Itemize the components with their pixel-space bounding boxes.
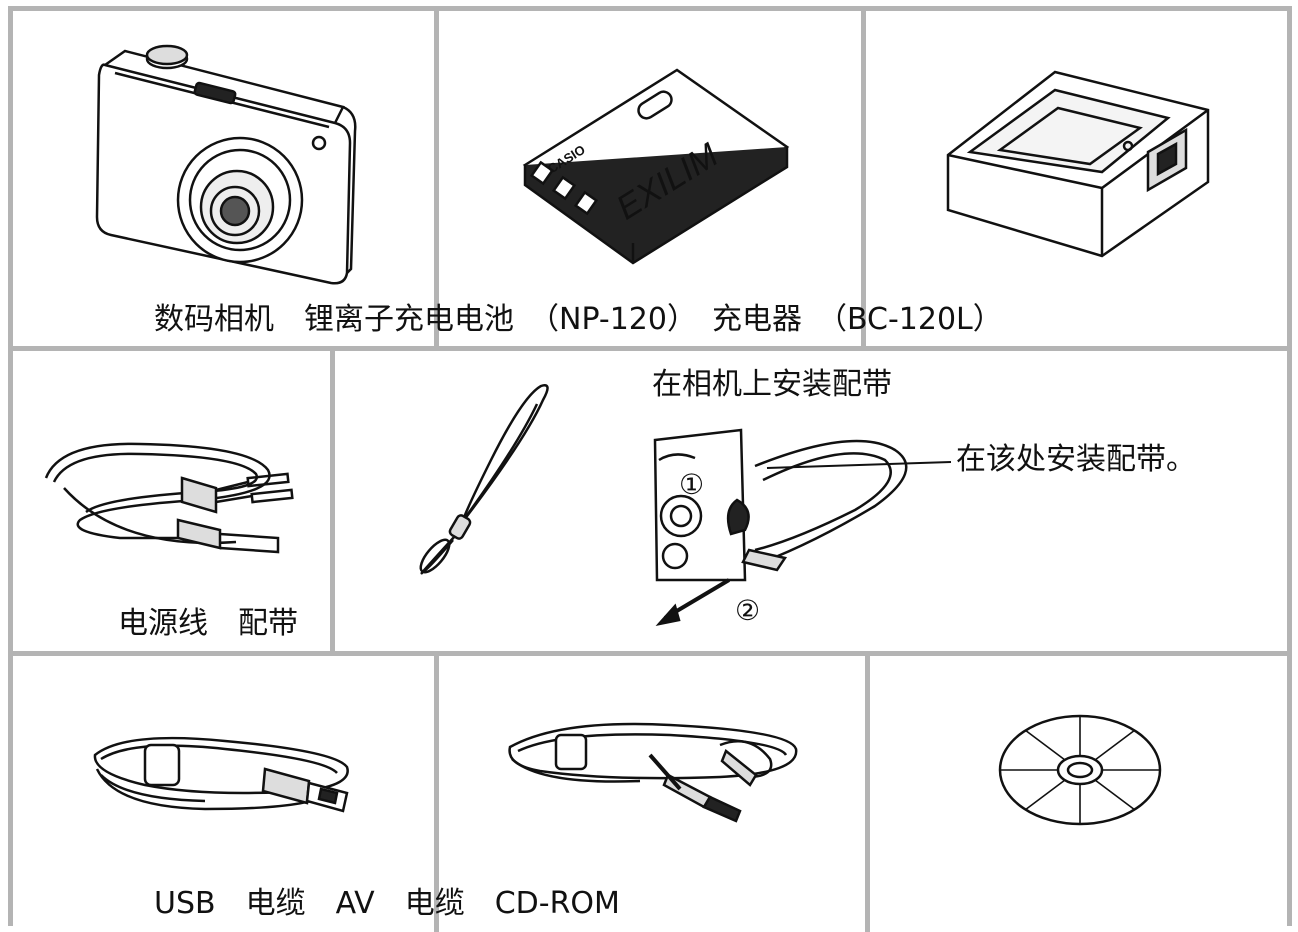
cd-rom-illustration [995, 712, 1165, 832]
strap-instruction-title: 在相机上安装配带 [652, 368, 892, 402]
usb-cable-illustration [85, 725, 365, 835]
row1-caption: 数码相机 锂离子充电电池 （NP-120） 充电器 （BC-120L） [154, 303, 1003, 337]
strap-step-2: ② [735, 594, 760, 627]
grid-divider-r1-c2 [861, 6, 866, 349]
grid-border-top [8, 6, 1292, 11]
strap-step-1: ① [679, 468, 704, 501]
grid-divider-row2 [8, 651, 1292, 656]
power-cord-illustration [40, 430, 300, 560]
wrist-strap-illustration [405, 380, 575, 580]
battery-charger-illustration [940, 60, 1220, 260]
strap-attachment-illustration: ① ② [645, 430, 955, 640]
grid-border-right [1287, 6, 1292, 926]
row3-caption: USB 电缆 AV 电缆 CD-ROM [154, 887, 620, 921]
grid-divider-r3-c2 [865, 653, 870, 932]
digital-camera-illustration [85, 35, 375, 285]
grid-border-left [8, 6, 13, 926]
grid-divider-r2 [330, 348, 335, 654]
grid-divider-r1-c1 [434, 6, 439, 349]
row2-caption: 电源线 配带 [118, 607, 298, 641]
lithium-ion-battery-illustration: CASIO EXILIM [505, 45, 805, 255]
grid-divider-row1 [8, 346, 1292, 351]
strap-instruction-callout: 在该处安装配带。 [956, 443, 1196, 477]
av-cable-illustration [500, 715, 810, 825]
